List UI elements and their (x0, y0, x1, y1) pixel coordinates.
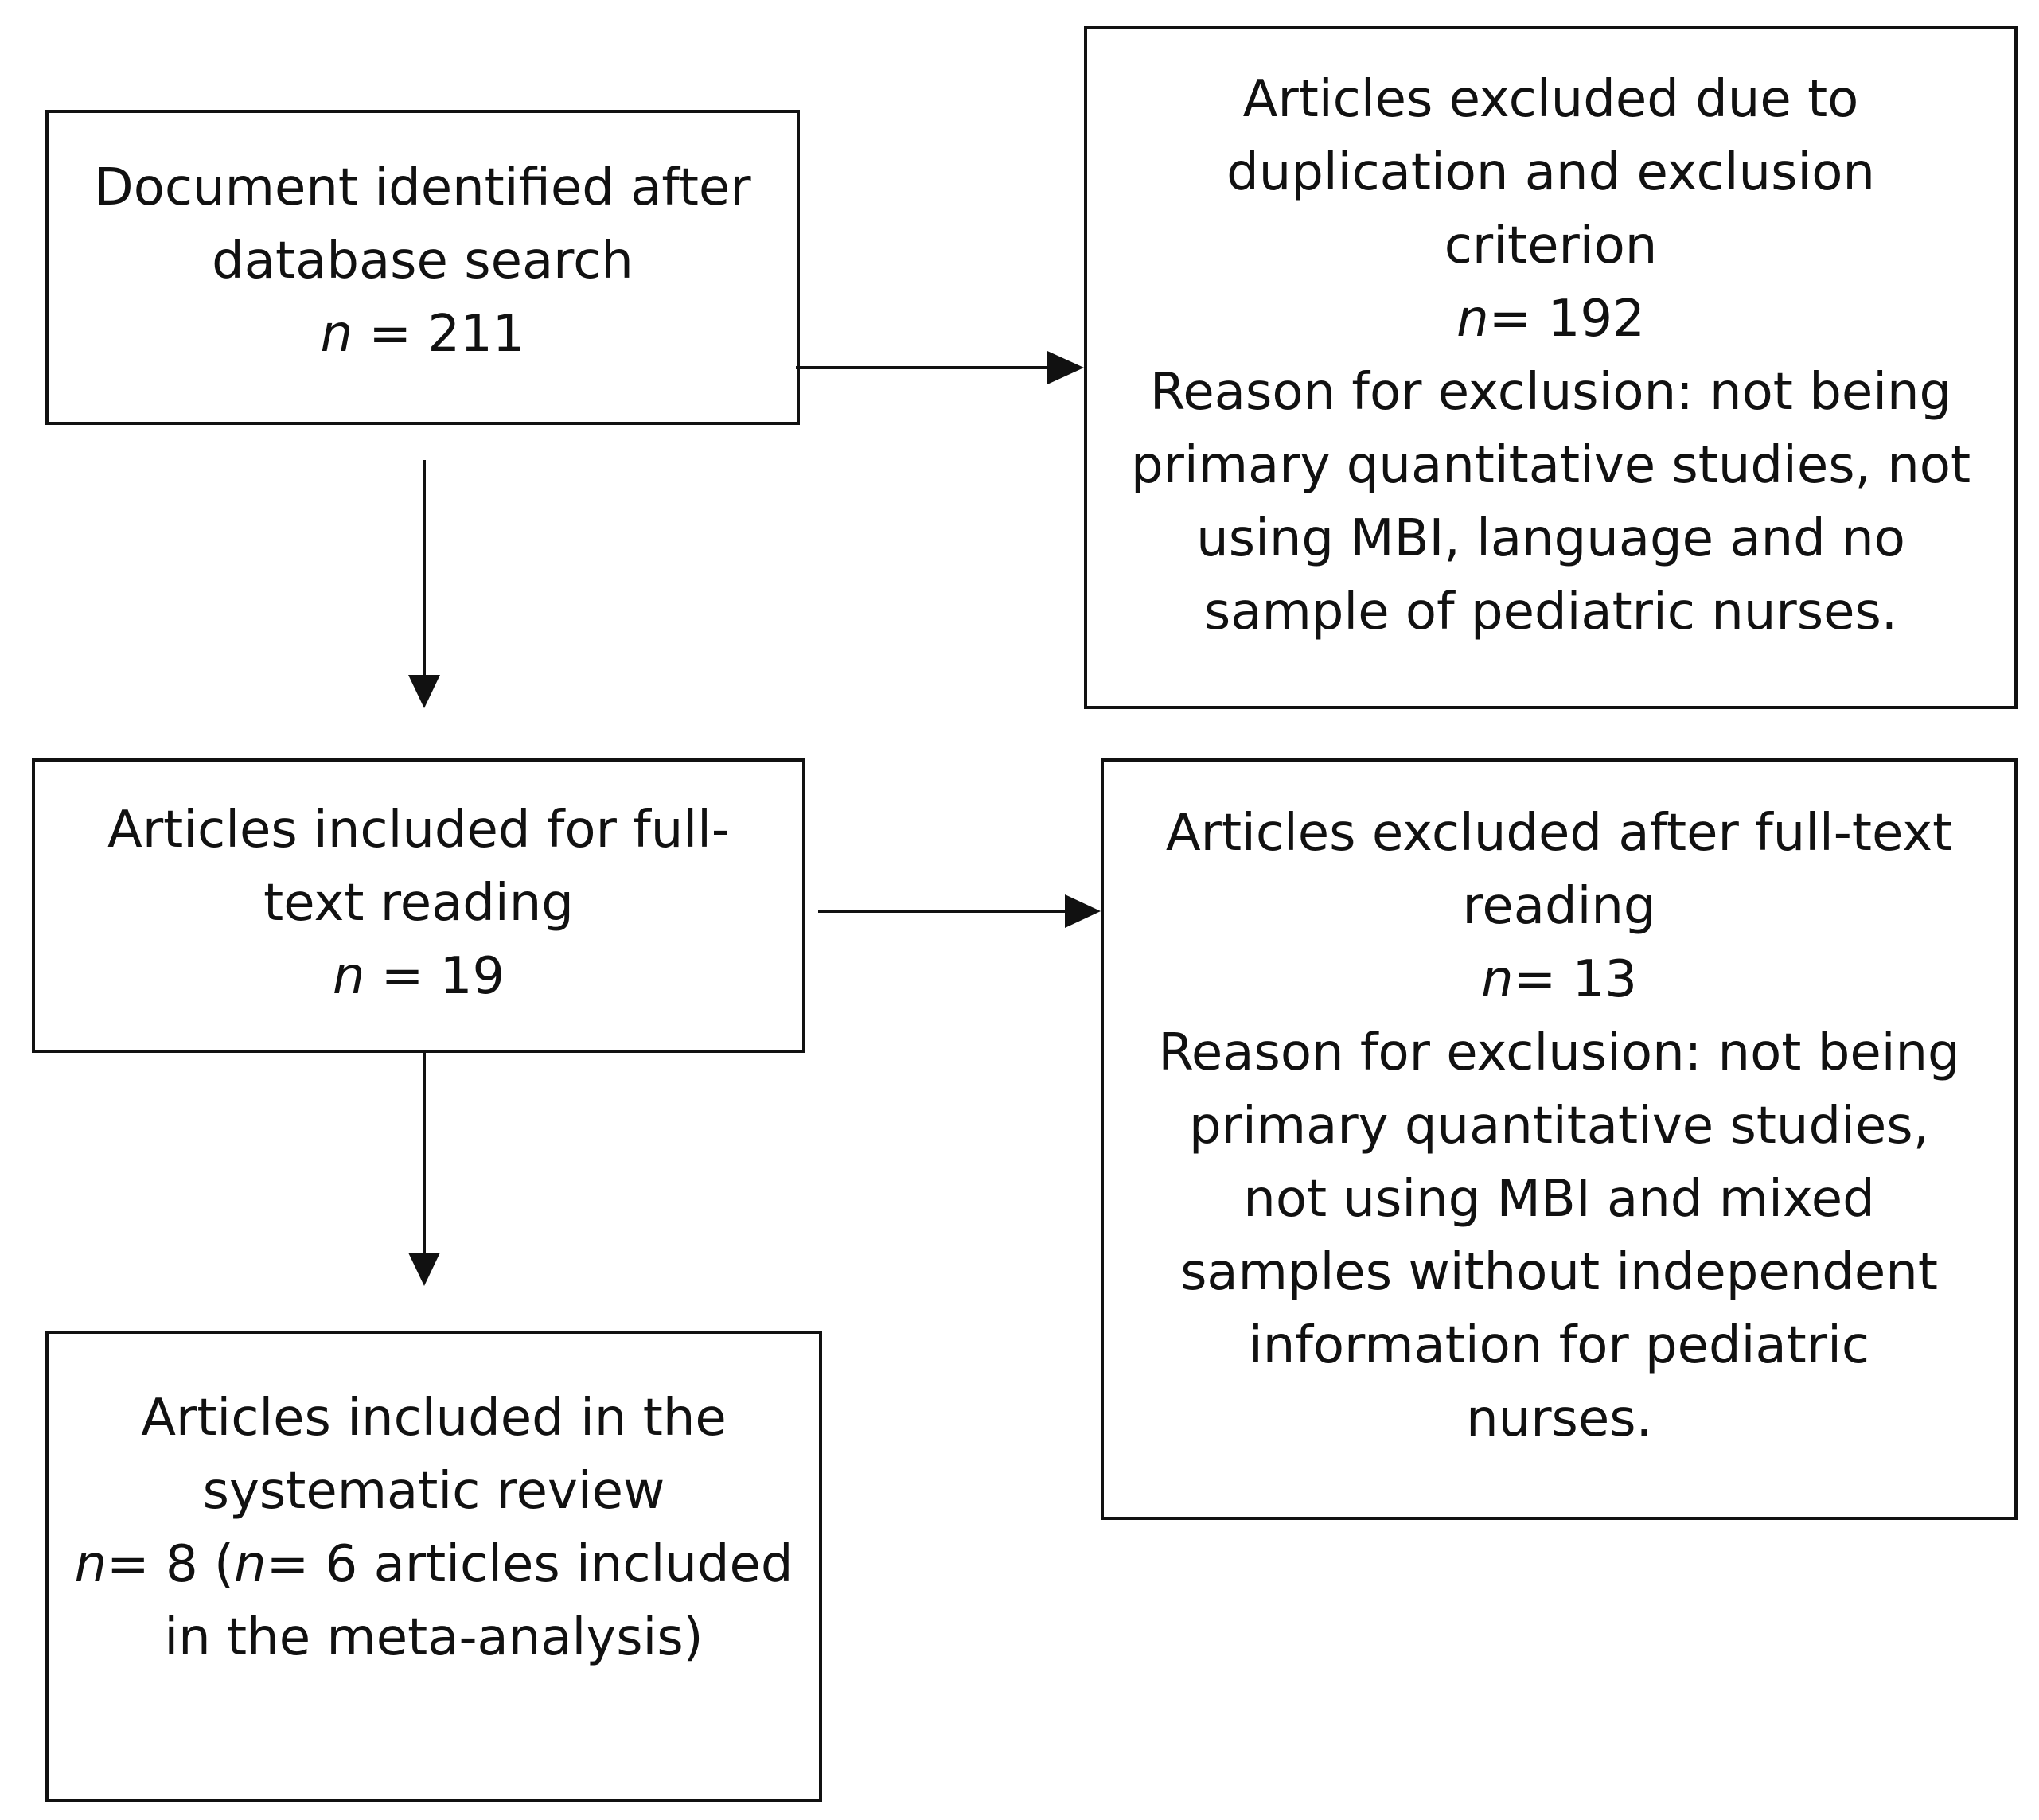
count-line: n= 13 (1481, 943, 1637, 1016)
box-label-line: in the meta-analysis) (164, 1608, 704, 1667)
box-label-line: criterion (1444, 216, 1658, 275)
box-excluded-duplication: Articles excluded due to duplication and… (1084, 26, 2018, 709)
box-fulltext-reading: Articles included for full- text reading… (32, 758, 805, 1053)
arrow-right-1-head (1047, 351, 1084, 384)
reason-line: nurses. (1466, 1389, 1652, 1448)
box-documents-identified: Document identified after database searc… (45, 110, 800, 425)
count-line: n= 8 (n= 6 articles included (74, 1528, 793, 1601)
count-value: = 192 (1488, 290, 1645, 349)
reason-line: using MBI, language and no (1196, 509, 1905, 568)
box-label-line: Articles included for full- (107, 801, 730, 859)
count-value: = 6 articles included (266, 1535, 793, 1594)
count-line: n = 211 (320, 298, 524, 371)
arrow-down-2-head (408, 1253, 440, 1286)
count-value: = 211 (353, 305, 525, 364)
count-variable: n (234, 1535, 267, 1594)
reason-line: Reason for exclusion: not being (1158, 1023, 1960, 1082)
count-variable: n (1481, 950, 1514, 1009)
reason-line: information for pediatric (1248, 1316, 1870, 1375)
count-value: = 19 (365, 947, 505, 1006)
box-label-line: systematic review (202, 1462, 665, 1521)
arrow-right-2-head (1065, 894, 1101, 928)
count-value: = 13 (1513, 950, 1637, 1009)
box-included-review: Articles included in the systematic revi… (45, 1331, 822, 1802)
arrow-down-1-head (408, 675, 440, 708)
box-label-line: Articles included in the (141, 1389, 727, 1448)
box-label-line: reading (1462, 877, 1656, 936)
count-value: = 8 ( (107, 1535, 235, 1594)
box-label-line: Articles excluded due to (1242, 70, 1859, 129)
reason-line: primary quantitative studies, (1189, 1097, 1929, 1156)
count-variable: n (320, 305, 353, 364)
reason-line: primary quantitative studies, not (1130, 436, 1971, 495)
box-label-line: duplication and exclusion (1226, 143, 1875, 202)
box-label-line: Document identified after (94, 158, 751, 217)
reason-line: sample of pediatric nurses. (1203, 583, 1898, 641)
box-label-line: database search (212, 232, 634, 290)
count-variable: n (74, 1535, 107, 1594)
box-label-line: Articles excluded after full-text (1165, 804, 1953, 863)
count-line: n = 19 (333, 940, 505, 1013)
count-variable: n (1456, 290, 1489, 349)
box-excluded-fulltext: Articles excluded after full-text readin… (1101, 758, 2018, 1520)
count-variable: n (332, 947, 365, 1006)
box-label-line: text reading (263, 874, 574, 933)
count-line: n= 192 (1456, 283, 1645, 356)
reason-line: samples without independent (1180, 1243, 1938, 1302)
reason-line: Reason for exclusion: not being (1149, 363, 1952, 422)
reason-line: not using MBI and mixed (1243, 1170, 1875, 1229)
